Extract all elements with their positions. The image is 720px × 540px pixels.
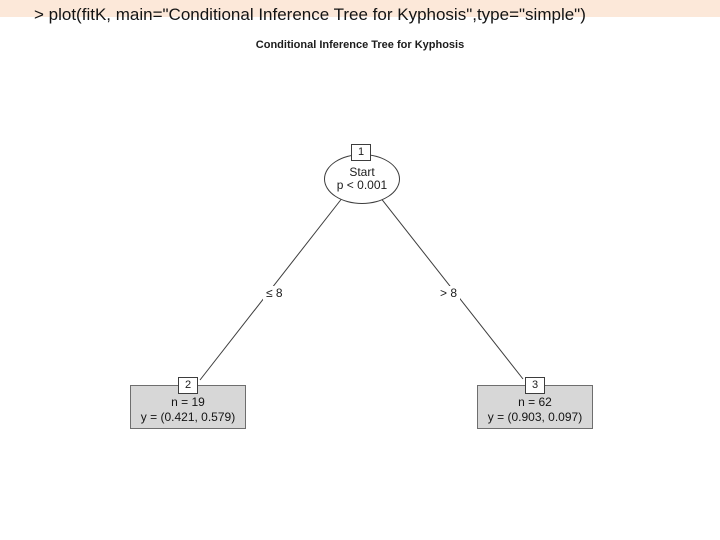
leaf-node-2-y: y = (0.421, 0.579)	[140, 410, 236, 424]
leaf-node-2-id-badge: 2	[178, 377, 198, 394]
leaf-node-3-n: n = 62	[518, 395, 552, 409]
root-node-id-badge: 1	[351, 144, 371, 161]
leaf-node-3: 3 n = 62 y = (0.903, 0.097)	[477, 377, 593, 429]
leaf-node-3-id-badge: 3	[525, 377, 545, 394]
root-node-pvalue: p < 0.001	[336, 178, 388, 192]
edge-label-right: > 8	[437, 286, 461, 300]
r-console-command: > plot(fitK, main="Conditional Inference…	[34, 5, 586, 24]
leaf-node-2: 2 n = 19 y = (0.421, 0.579)	[130, 377, 246, 429]
plot-title: Conditional Inference Tree for Kyphosis	[255, 39, 465, 51]
leaf-node-3-y: y = (0.903, 0.097)	[487, 410, 583, 424]
slide-top-accent-strip	[0, 0, 720, 17]
root-node-label: Start	[349, 165, 375, 179]
leaf-node-2-n: n = 19	[171, 395, 205, 409]
edge-label-left: ≤ 8	[263, 286, 286, 300]
tree-root-node: Start p < 0.001	[324, 154, 400, 204]
